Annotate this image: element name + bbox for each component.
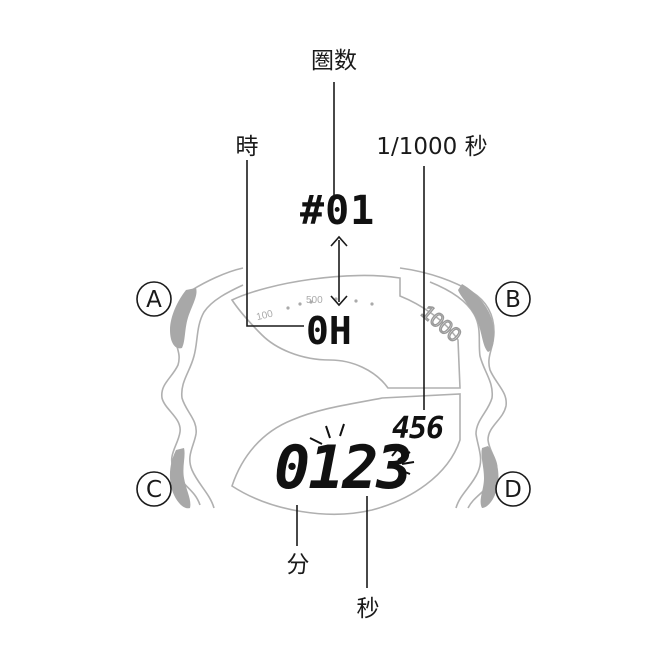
pusher-d xyxy=(480,446,499,508)
label-hour: 時 xyxy=(236,134,259,160)
lap-number-display: #01 xyxy=(300,188,375,234)
button-b-marker: B xyxy=(495,281,531,317)
hour-display: 0H xyxy=(306,309,352,353)
minute-second-display: 0123 xyxy=(274,433,411,503)
toggle-arrow-up-icon xyxy=(330,235,348,247)
flash-marks-left xyxy=(309,423,345,445)
case-inner-left xyxy=(180,284,244,509)
upper-display-window xyxy=(230,274,461,389)
pusher-c xyxy=(169,448,191,509)
scale-dot xyxy=(286,306,290,310)
button-a-marker: A xyxy=(136,281,172,317)
svg-text:D: D xyxy=(504,477,522,503)
scale-label-500: 500 xyxy=(306,295,323,306)
toggle-arrow-down-icon xyxy=(330,295,348,307)
lower-display-window xyxy=(231,393,461,515)
pusher-b xyxy=(458,284,495,352)
flash-marks-right xyxy=(391,445,415,475)
scale-dot xyxy=(370,302,374,306)
scale-dot xyxy=(298,302,302,306)
thousandths-display: 456 xyxy=(392,411,444,446)
button-d-marker: D xyxy=(495,471,531,507)
label-thousandths: 1/1000 秒 xyxy=(376,134,487,160)
scale-label-100: 100 xyxy=(255,308,274,323)
svg-text:A: A xyxy=(146,287,162,313)
button-c-marker: C xyxy=(136,471,172,507)
label-second: 秒 xyxy=(357,596,380,622)
svg-text:B: B xyxy=(505,287,521,313)
label-minute: 分 xyxy=(287,552,310,578)
pusher-a xyxy=(170,288,197,349)
scale-dot xyxy=(354,299,358,303)
svg-text:C: C xyxy=(146,477,162,503)
scale-dot xyxy=(309,300,313,304)
leader-hour xyxy=(246,160,304,327)
label-lap-count: 圏数 xyxy=(311,48,357,74)
